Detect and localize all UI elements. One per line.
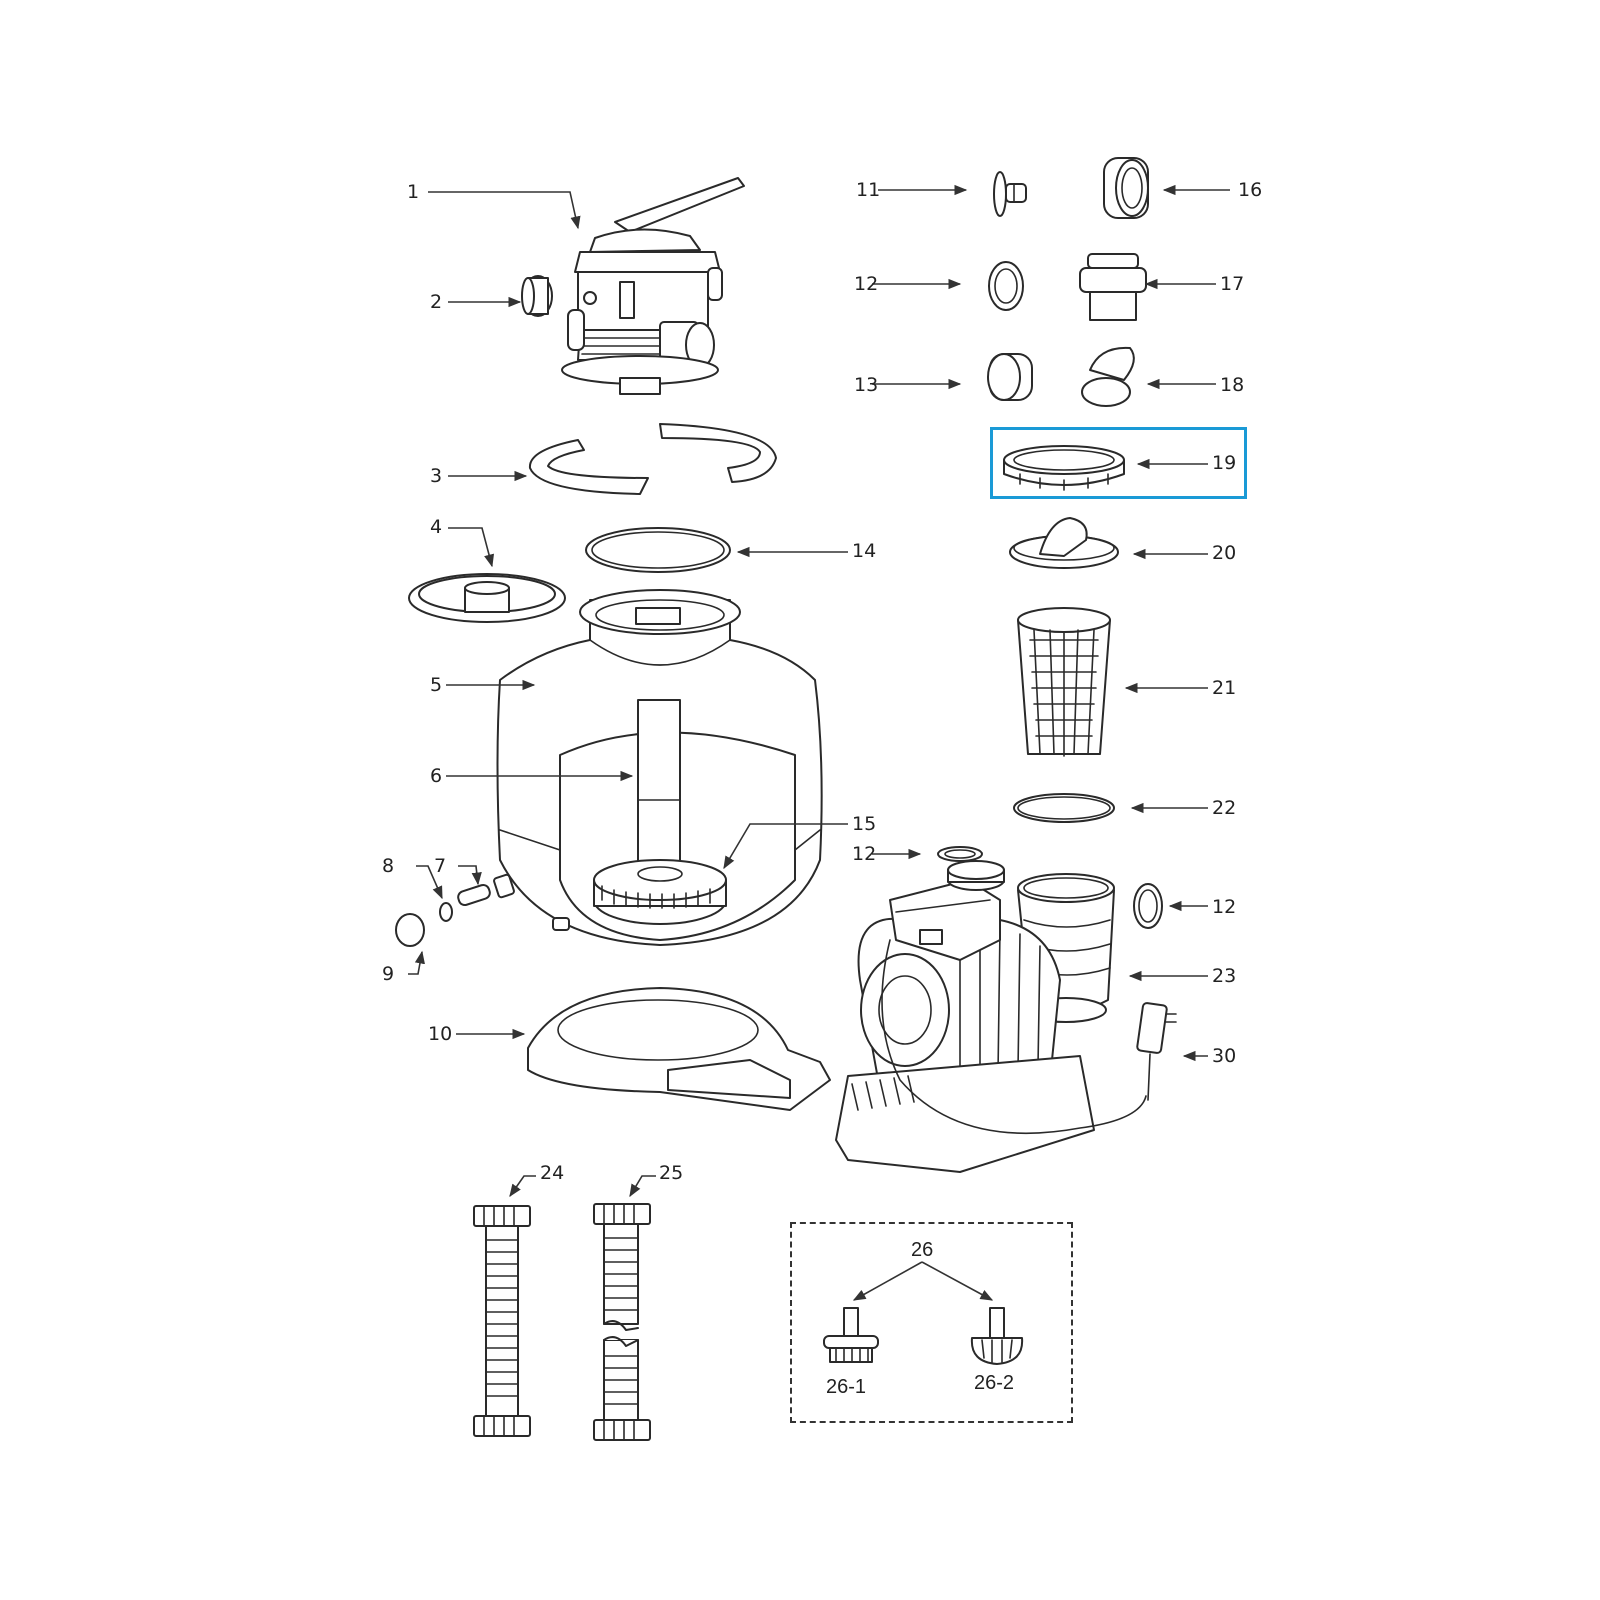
pump-part-23 <box>835 860 1208 1173</box>
standpipe-part-6 <box>446 699 681 871</box>
lock-ring-part-19 <box>1003 445 1208 491</box>
label-part-2: 2 <box>430 291 443 313</box>
label-part-25: 25 <box>659 1162 684 1184</box>
label-part-26-1: 26-1 <box>826 1376 867 1398</box>
label-part-14: 14 <box>852 540 877 562</box>
label-part-26: 26 <box>911 1239 934 1261</box>
multiport-valve-part-1 <box>428 177 745 395</box>
part-26-variants-box <box>790 1222 1073 1423</box>
base-part-10 <box>456 987 831 1111</box>
cap-part-2 <box>448 275 553 317</box>
label-part-9: 9 <box>382 963 395 985</box>
plug-part-11 <box>878 171 1027 217</box>
label-part-16: 16 <box>1238 179 1263 201</box>
label-part-4: 4 <box>430 516 443 538</box>
power-plug-part-30 <box>1136 1002 1208 1101</box>
adapter-part-26 <box>823 1261 1024 1365</box>
strainer-lid-part-20 <box>1009 517 1208 569</box>
o-ring-part-22 <box>1013 793 1208 823</box>
lateral-hub-part-15 <box>593 823 848 925</box>
o-ring-part-14 <box>585 527 848 573</box>
label-part-12-middle: 12 <box>852 843 877 865</box>
label-part-12-right: 12 <box>1212 896 1237 918</box>
label-part-8: 8 <box>382 855 395 877</box>
label-part-26-2: 26-2 <box>974 1372 1015 1394</box>
clamp-part-3 <box>448 423 777 495</box>
label-part-19: 19 <box>1212 452 1237 474</box>
connector-part-17 <box>1079 253 1216 321</box>
label-part-21: 21 <box>1212 677 1237 699</box>
label-part-17: 17 <box>1220 273 1245 295</box>
hose-part-24 <box>473 1175 536 1437</box>
highlight-box-part-19 <box>990 427 1247 499</box>
label-part-12-top: 12 <box>854 273 879 295</box>
label-part-24: 24 <box>540 1162 565 1184</box>
label-part-22: 22 <box>1212 797 1237 819</box>
o-ring-part-12-right <box>1133 883 1208 929</box>
hose-clamp-part-18 <box>1081 346 1216 407</box>
label-part-6: 6 <box>430 765 443 787</box>
label-part-1: 1 <box>407 181 420 203</box>
hose-part-25 <box>593 1175 656 1441</box>
o-ring-part-12-top <box>872 261 1024 311</box>
label-part-7: 7 <box>434 855 447 877</box>
label-part-5: 5 <box>430 674 443 696</box>
strainer-basket-part-21 <box>1017 607 1208 757</box>
drain-parts-7-8-9 <box>395 865 515 975</box>
diffuser-part-4 <box>408 527 566 623</box>
label-part-30: 30 <box>1212 1045 1237 1067</box>
label-part-11: 11 <box>856 179 881 201</box>
label-part-15: 15 <box>852 813 877 835</box>
union-nut-part-16 <box>1103 157 1230 219</box>
label-part-20: 20 <box>1212 542 1237 564</box>
o-ring-part-12-middle <box>872 846 983 862</box>
label-part-10: 10 <box>428 1023 453 1045</box>
label-part-23: 23 <box>1212 965 1237 987</box>
label-part-18: 18 <box>1220 374 1245 396</box>
label-part-13: 13 <box>854 374 879 396</box>
label-part-3: 3 <box>430 465 443 487</box>
cap-part-13 <box>872 353 1033 401</box>
